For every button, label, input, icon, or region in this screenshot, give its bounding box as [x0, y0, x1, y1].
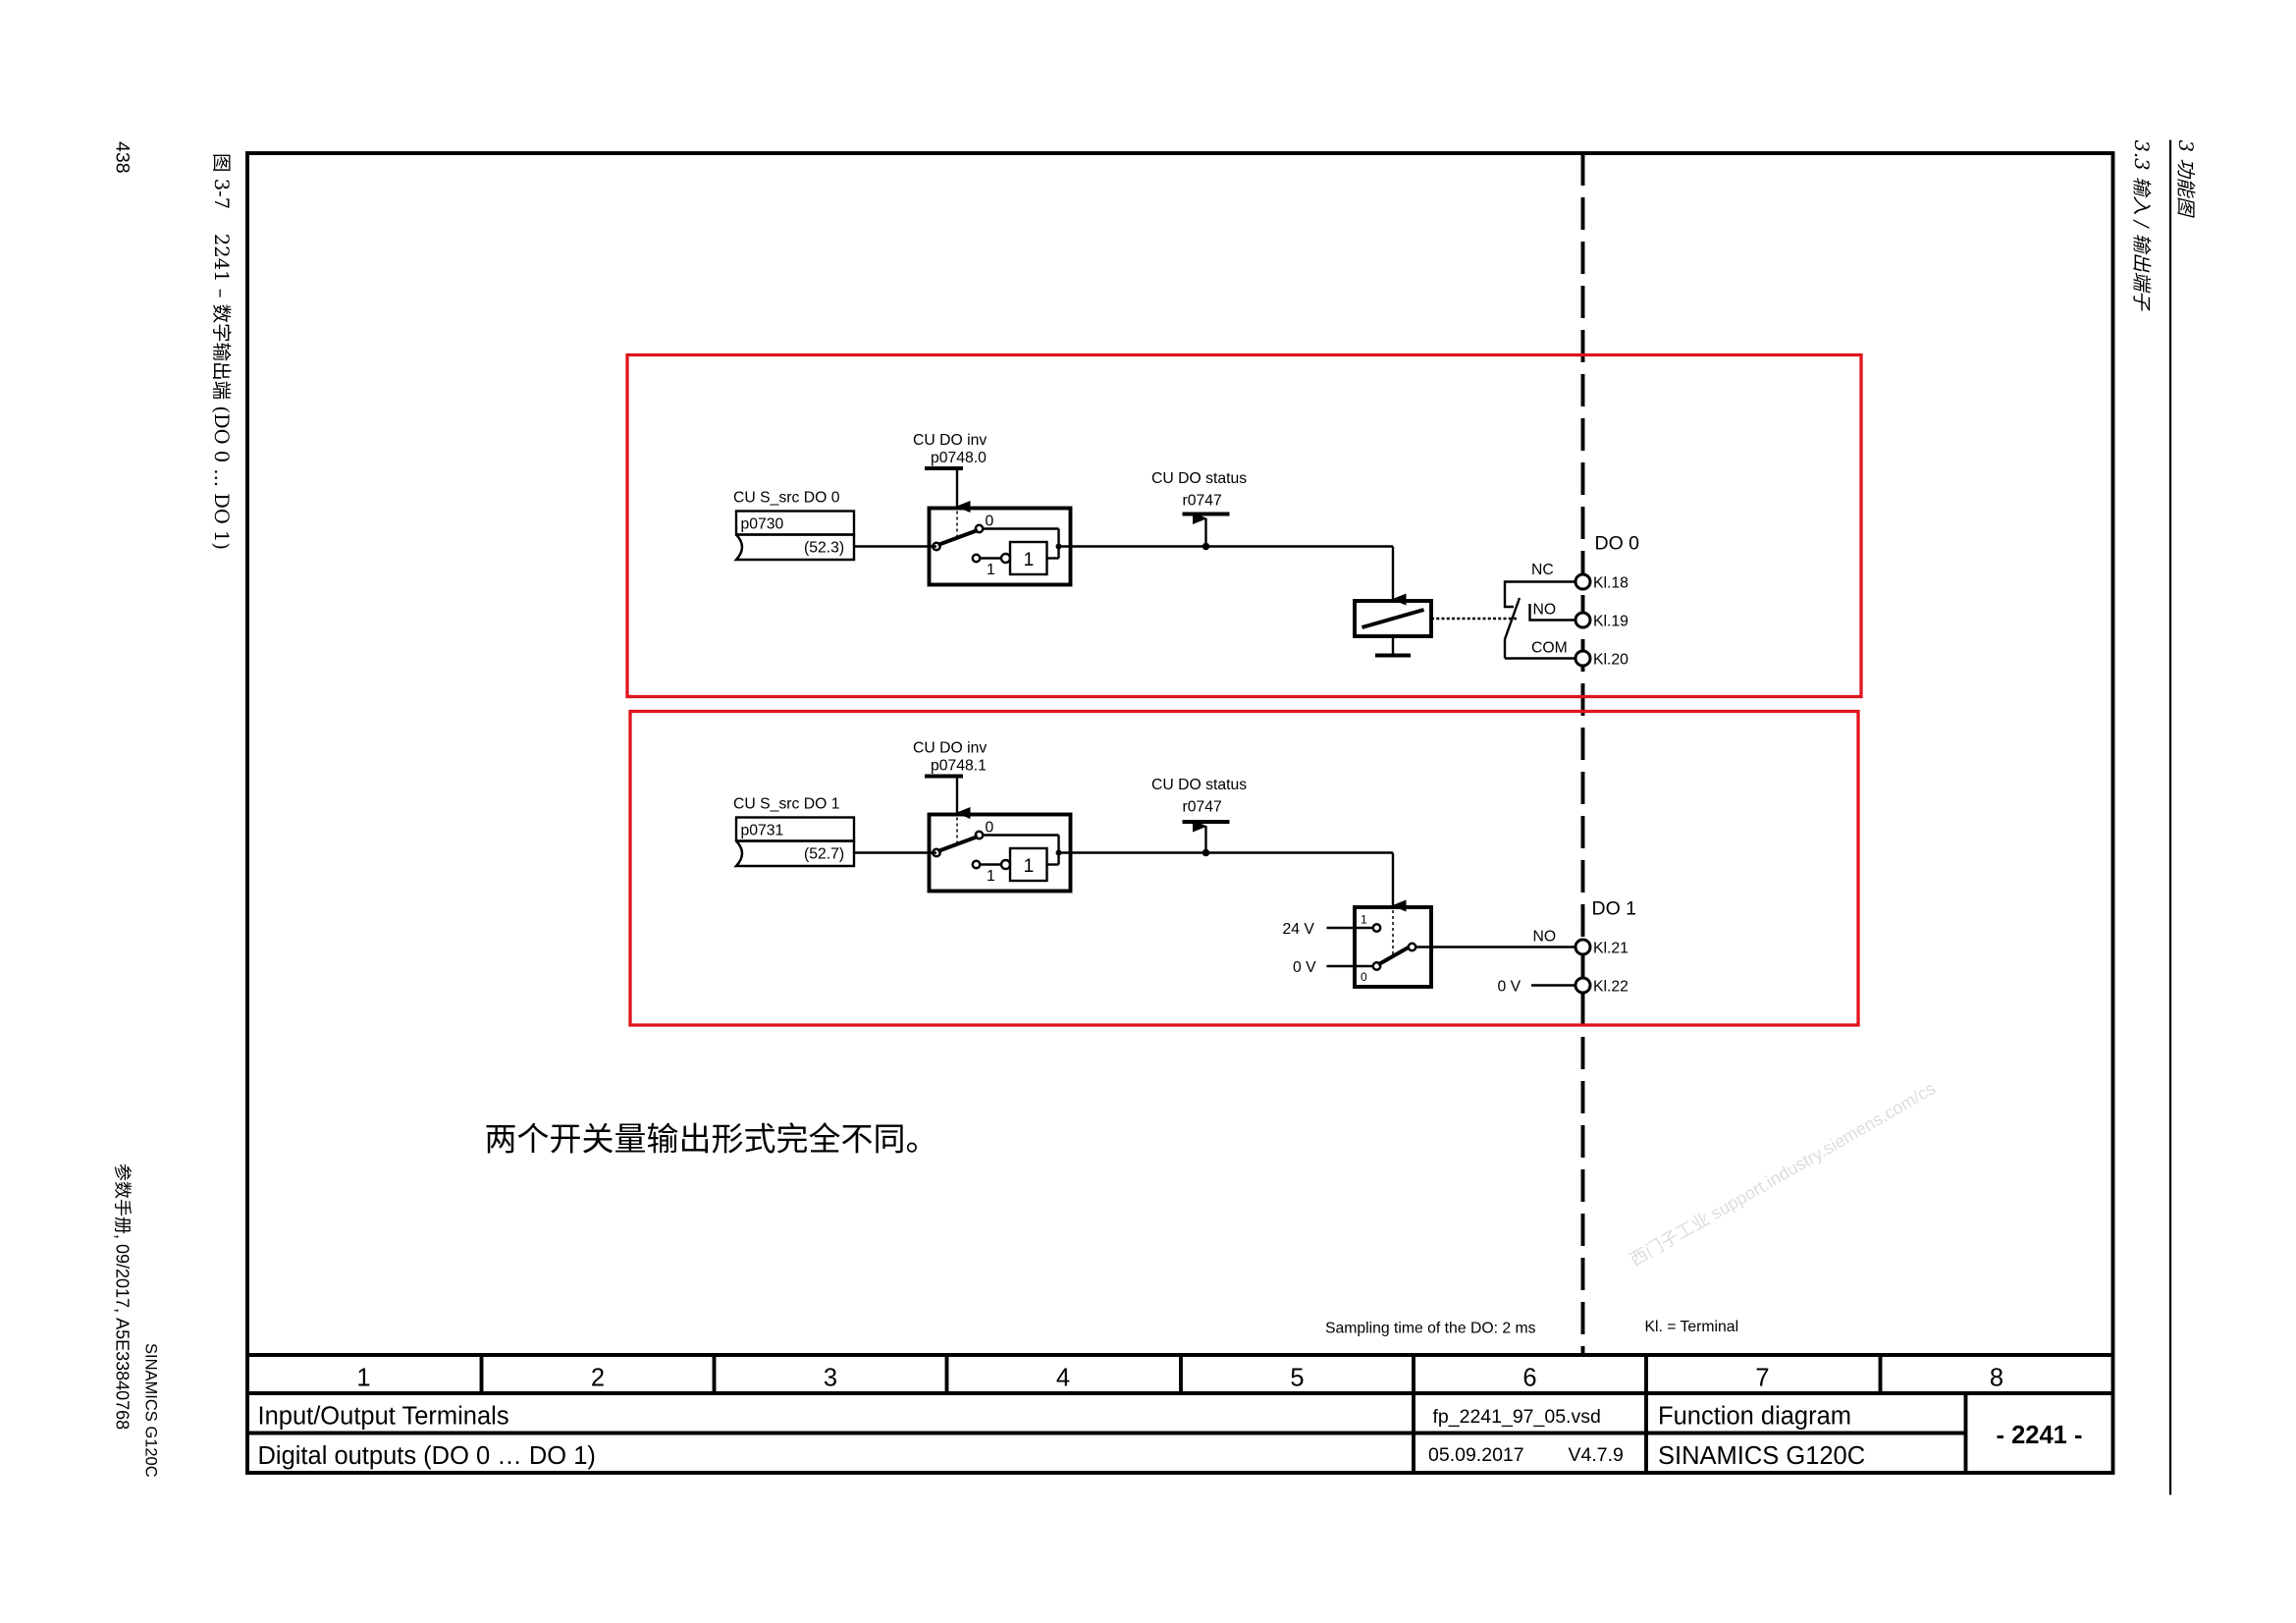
do1-switch-pos-1: 1	[987, 868, 995, 885]
kl19-label: Kl.19	[1593, 614, 1629, 630]
kl21-label: Kl.21	[1593, 941, 1629, 957]
do0-not-gate-label: 1	[1024, 549, 1035, 570]
column-number: 1	[356, 1365, 370, 1392]
do1-source-label: CU S_src DO 1	[733, 796, 840, 813]
do1-24v-label: 24 V	[1283, 921, 1315, 938]
footer-manual: 参数手册, 09/2017, A5E33840768	[113, 1163, 133, 1430]
diagram-number: - 2241 -	[1997, 1422, 2083, 1449]
terminal-kl22[interactable]	[1574, 976, 1592, 995]
do0-no-label: NO	[1533, 602, 1557, 619]
kl18-label: Kl.18	[1593, 575, 1629, 592]
do0-source-param: p0730	[741, 516, 784, 533]
do1-circuit: CU S_src DO 1 p0731 (52.7) CU DO inv p07…	[733, 740, 1636, 996]
diagram-frame	[245, 151, 2115, 1475]
terminal-kl20[interactable]	[1574, 649, 1592, 668]
do0-switch-pos-1: 1	[987, 562, 995, 578]
do1-not-gate-label: 1	[1024, 855, 1035, 877]
do0-inv-param[interactable]: p0748.0	[931, 450, 987, 466]
column-numbers: 1 2 3 4 5 6 7 8	[356, 1365, 2003, 1392]
do0-status-param[interactable]: r0747	[1183, 493, 1222, 510]
relay-contact	[1503, 580, 1579, 660]
footer-product: SINAMICS G120C	[142, 1343, 160, 1478]
do1-switch-pos-0: 0	[986, 820, 994, 837]
column-number: 2	[591, 1365, 605, 1392]
do1-source-ref: (52.7)	[804, 846, 844, 863]
column-number: 3	[824, 1365, 837, 1392]
do1-output-label: DO 1	[1592, 898, 1637, 920]
do0-inv-label: CU DO inv	[913, 432, 987, 449]
title-line-2: Digital outputs (DO 0 … DO 1)	[258, 1442, 596, 1470]
do1-0v-out-label: 0 V	[1498, 979, 1522, 996]
file-name: fp_2241_97_05.vsd	[1433, 1406, 1601, 1428]
column-number: 8	[1990, 1365, 2003, 1392]
highlight-box-do0	[625, 352, 1863, 699]
doc-type: Function diagram	[1658, 1403, 1851, 1431]
do0-invert-switch: 0 1 1	[927, 506, 1073, 587]
do0-source-ref: (52.3)	[804, 540, 844, 557]
do1-inv-param[interactable]: p0748.1	[931, 758, 987, 775]
terminal-kl21[interactable]	[1574, 938, 1592, 956]
page-number: 438	[112, 141, 133, 174]
column-number: 7	[1755, 1365, 1769, 1392]
watermark: 西门子工业 support.industry.siemens.com/cs	[1627, 1078, 1939, 1270]
do1-0v-label: 0 V	[1293, 959, 1316, 976]
kl22-label: Kl.22	[1593, 979, 1629, 996]
do1-inv-label: CU DO inv	[913, 740, 987, 757]
do0-source-label: CU S_src DO 0	[733, 490, 840, 507]
do1-sel-0: 0	[1361, 970, 1367, 984]
date: 05.09.2017	[1428, 1444, 1524, 1466]
product-name: SINAMICS G120C	[1658, 1442, 1865, 1470]
highlight-box-do1	[628, 709, 1860, 1027]
sampling-note: Sampling time of the DO: 2 ms	[1325, 1321, 1536, 1337]
do1-status-label: CU DO status	[1151, 777, 1247, 793]
do0-output-label: DO 0	[1595, 533, 1640, 555]
do0-source-connector[interactable]: p0730 (52.3)	[733, 510, 856, 562]
terminal-kl19[interactable]	[1574, 611, 1592, 629]
do1-source-connector[interactable]: p0731 (52.7)	[733, 816, 856, 868]
version: V4.7.9	[1569, 1444, 1624, 1466]
figure-caption: 图 3-7 2241 – 数字输出端 (DO 0 ... DO 1)	[210, 153, 233, 550]
title-line-1: Input/Output Terminals	[258, 1403, 509, 1431]
do0-switch-pos-0: 0	[986, 514, 994, 530]
do0-circuit: CU S_src DO 0 p0730 (52.3) CU DO inv p07…	[733, 432, 1639, 669]
terminal-note: Kl. = Terminal	[1645, 1319, 1739, 1335]
column-number: 5	[1290, 1365, 1304, 1392]
annotation-text: 两个开关量输出形式完全不同。	[485, 1120, 938, 1159]
column-number: 4	[1056, 1365, 1070, 1392]
title-block: 1 2 3 4 5 6 7 8 Input/Output Terminals D…	[247, 1353, 2113, 1473]
do1-source-param: p0731	[741, 823, 784, 839]
do0-com-label: COM	[1531, 640, 1568, 657]
do1-invert-switch: 0 1 1	[927, 812, 1073, 893]
kl20-label: Kl.20	[1593, 652, 1629, 669]
relay-coil	[1353, 599, 1433, 658]
section-title: 3.3 输入 / 输出端子	[2130, 140, 2153, 312]
transistor-output-switch: 1 0	[1326, 905, 1576, 989]
chapter-title: 3 功能图	[2174, 140, 2197, 219]
terminal-kl18[interactable]	[1574, 572, 1592, 591]
column-number: 6	[1522, 1365, 1536, 1392]
do1-status-param[interactable]: r0747	[1183, 799, 1222, 816]
do0-status-label: CU DO status	[1151, 470, 1247, 487]
do1-no-label: NO	[1533, 929, 1557, 946]
do0-nc-label: NC	[1531, 562, 1554, 578]
do1-sel-1: 1	[1361, 913, 1367, 927]
